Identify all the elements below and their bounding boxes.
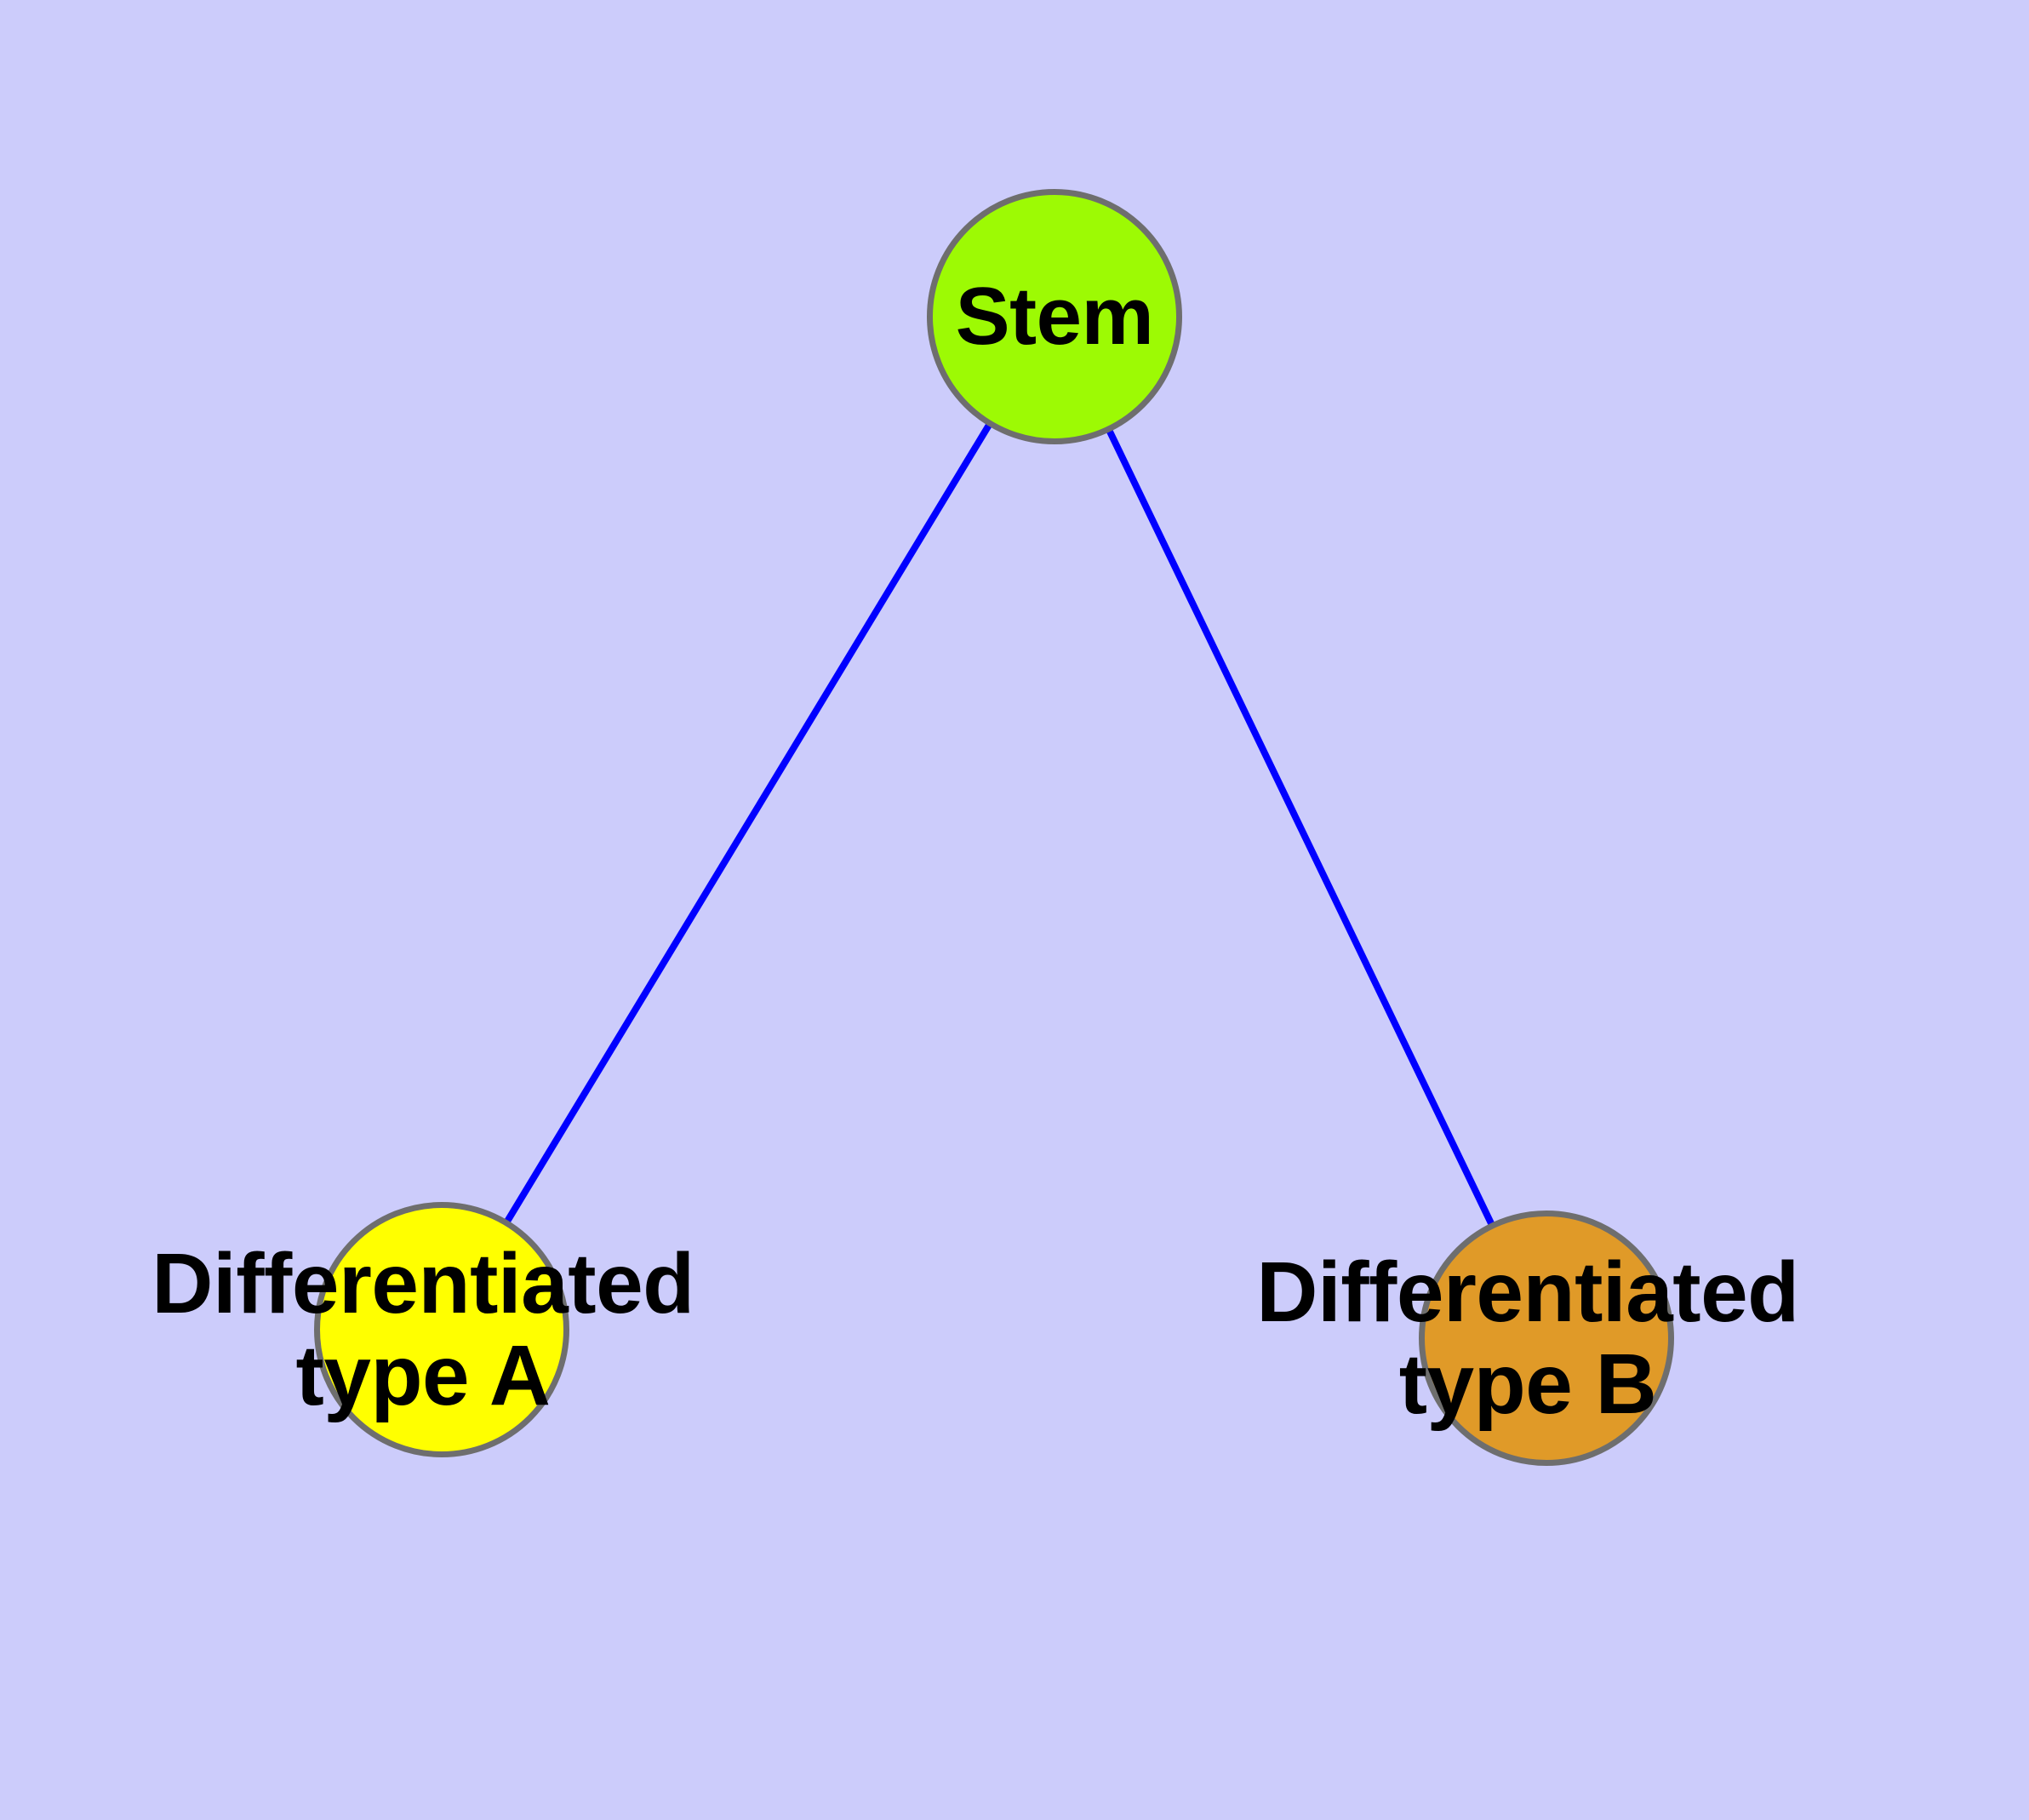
graph-node-diff_a[interactable] bbox=[314, 1202, 569, 1457]
graph-edge-stem-to-diff_a[interactable] bbox=[438, 314, 1058, 1332]
graph-node-stem[interactable] bbox=[927, 189, 1182, 444]
graph-edge-stem-to-diff_b[interactable] bbox=[1051, 315, 1550, 1340]
node-layer bbox=[314, 189, 1674, 1466]
edge-layer bbox=[438, 314, 1550, 1340]
graph-node-diff_b[interactable] bbox=[1419, 1210, 1674, 1466]
